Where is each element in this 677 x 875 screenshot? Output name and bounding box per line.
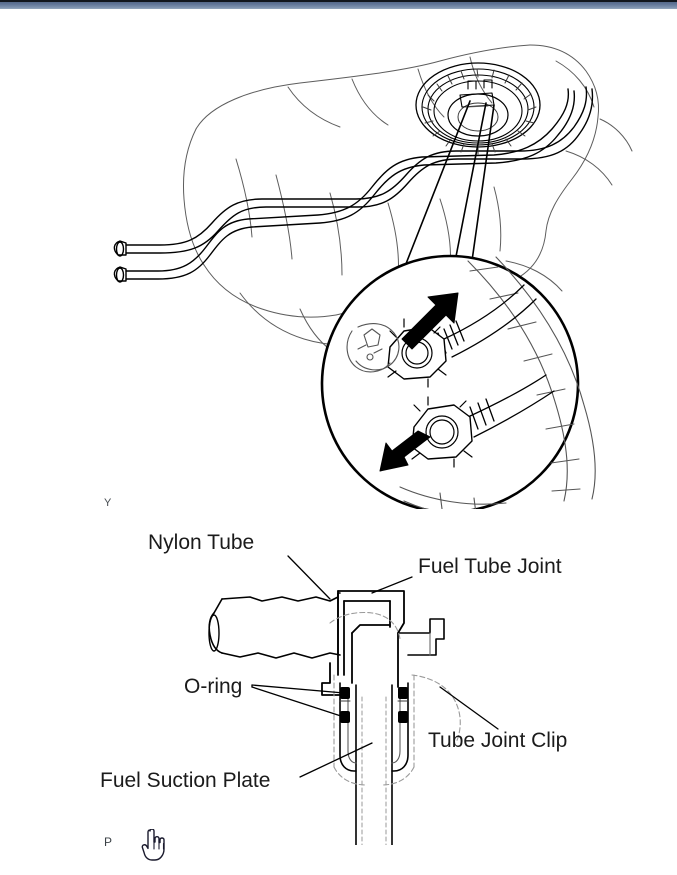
o-ring-seals: [340, 687, 408, 723]
fuel-tank-assembly-figure: [113, 44, 633, 509]
label-tube-joint-clip: Tube Joint Clip: [428, 729, 567, 752]
label-o-ring: O-ring: [184, 675, 242, 698]
nylon-tube: [208, 592, 341, 659]
browser-chrome-band: [0, 0, 677, 9]
fuel-suction-plate: [329, 611, 461, 786]
tube-joint-clip: [397, 618, 445, 656]
label-fuel-tube-joint: Fuel Tube Joint: [418, 555, 562, 578]
fuel-tube-joint: [321, 590, 405, 696]
fuel-tube-joint-cross-section-figure: Nylon Tube Fuel Tube Joint O-ring Tube J…: [100, 531, 567, 845]
label-fuel-suction-plate: Fuel Suction Plate: [100, 769, 270, 792]
label-nylon-tube: Nylon Tube: [148, 531, 254, 554]
upper-figure-tag: Y: [104, 497, 112, 509]
lower-figure-tag: P: [104, 835, 113, 849]
detail-circle: [320, 254, 596, 509]
pull-arrow-lower: [379, 430, 431, 472]
pull-arrow-upper: [401, 292, 459, 350]
